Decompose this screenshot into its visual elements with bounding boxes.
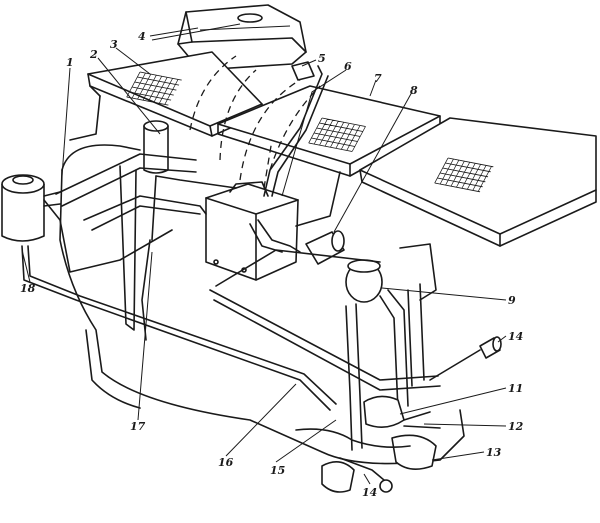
leader-lines (21, 23, 507, 485)
coil-8 (305, 230, 345, 265)
callout-3: 3 (110, 38, 118, 51)
grid-patch-right (434, 157, 494, 193)
frame (55, 153, 441, 391)
panel-right (359, 117, 597, 247)
callout-16: 16 (218, 456, 234, 469)
part-5 (291, 61, 315, 81)
callout-6: 6 (344, 60, 352, 73)
filter-canister (1, 174, 61, 242)
filter-2 (143, 120, 169, 241)
grid-patch-left (126, 71, 182, 106)
callout-12: 12 (508, 420, 524, 433)
callout-7: 7 (374, 72, 382, 85)
callout-4: 4 (138, 30, 146, 43)
callout-9: 9 (508, 294, 516, 307)
callout-11: 11 (508, 382, 523, 395)
part-14-upper (479, 336, 502, 359)
pump-housing (205, 181, 299, 281)
bottom-pump (295, 395, 441, 493)
sump-outline (59, 144, 465, 465)
callout-13: 13 (486, 446, 502, 459)
grid-patch-middle (308, 117, 366, 152)
callout-2: 2 (89, 48, 98, 61)
callout-15: 15 (270, 464, 285, 477)
callout-18: 18 (20, 282, 36, 295)
callout-5: 5 (318, 52, 326, 65)
callouts: 1 2 3 4 5 6 7 8 9 11 12 13 14 14 15 16 1… (20, 30, 524, 499)
hidden-lines (189, 55, 321, 201)
callout-14-upper: 14 (508, 330, 523, 343)
callout-1: 1 (66, 56, 74, 69)
callout-8: 8 (410, 84, 418, 97)
fuel-lines (21, 65, 481, 451)
valve-9 (345, 259, 383, 303)
callout-14-lower: 14 (362, 486, 377, 499)
callout-17: 17 (130, 420, 146, 433)
